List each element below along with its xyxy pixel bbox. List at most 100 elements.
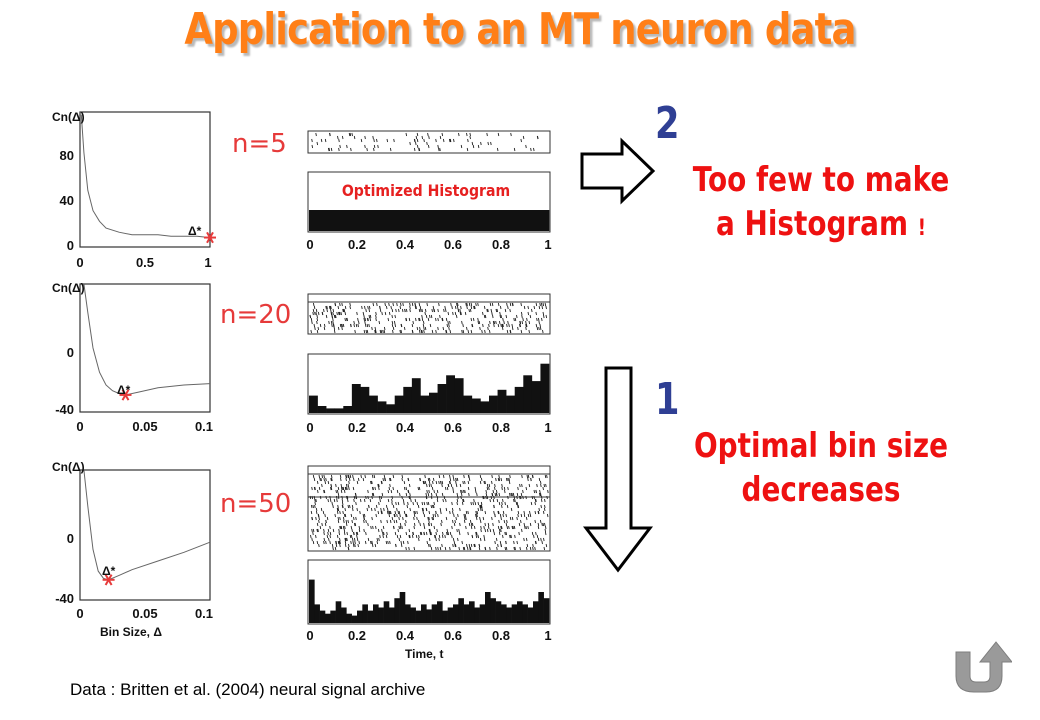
spike-tick [375,314,377,319]
spike-tick [432,480,434,485]
spike-tick [413,510,415,515]
spike-tick [411,302,414,307]
spike-tick [378,501,380,506]
spike-tick [543,546,546,551]
spike-tick [542,522,545,527]
spike-tick [382,531,384,536]
spike-tick [389,147,392,152]
spike-tick [419,522,421,527]
spike-tick [423,531,425,536]
spike-tick [484,528,487,533]
spike-tick [519,483,521,488]
optimized-histogram-label: Optimized Histogram [342,181,510,200]
spike-tick [482,495,484,500]
spike-tick [314,326,316,331]
spike-tick [355,495,357,500]
spike-tick [543,507,546,512]
spike-tick [469,546,472,551]
spike-tick [441,483,443,488]
spike-tick [457,308,460,313]
spike-tick [539,323,541,328]
return-icon[interactable] [950,640,1012,696]
spike-tick [507,486,509,491]
histogram-bar [319,610,326,623]
spike-tick [486,495,489,500]
spike-tick [530,501,533,506]
spike-tick [473,543,475,548]
spike-tick [481,329,483,334]
spike-tick [346,495,349,500]
time-tick: 0.8 [492,237,510,252]
spike-tick [363,519,365,524]
spike-tick [469,546,471,551]
spike-tick [408,534,410,539]
spike-tick [396,489,399,494]
spike-tick [496,492,498,497]
spike-tick [436,528,438,533]
raster-n5 [307,130,551,154]
spike-tick [467,510,469,515]
spike-tick [433,525,436,530]
spike-tick [316,314,318,319]
spike-tick [452,543,454,548]
spike-tick [348,474,350,479]
spike-tick [352,507,354,512]
spike-tick [430,504,433,509]
spike-tick [475,534,478,539]
histogram-bar [453,604,459,623]
spike-tick [371,492,374,497]
spike-tick [522,495,524,500]
spike-tick [355,516,357,521]
spike-tick [536,326,539,331]
spike-tick [498,501,501,506]
spike-tick [423,522,425,527]
spike-tick [388,510,390,515]
spike-tick [529,510,531,515]
spike-tick [538,326,540,331]
spike-tick [331,323,333,328]
spike-tick [522,135,525,140]
spike-tick [506,519,508,524]
spike-tick [450,302,452,307]
spike-tick [495,320,497,325]
spike-tick [401,308,404,313]
spike-tick [349,474,352,479]
spike-tick [377,483,379,488]
spike-tick [373,144,376,149]
spike-tick [392,302,394,307]
spike-tick [392,326,395,331]
histogram-bar [538,592,544,623]
spike-tick [374,507,376,512]
spike-tick [367,495,369,500]
spike-tick [466,305,468,310]
spike-tick [431,486,434,491]
spike-tick [428,510,431,515]
spike-tick [405,513,408,518]
spike-tick [498,474,500,479]
too-few-annotation: Too few to make a Histogram ! [686,158,957,246]
spike-tick [344,537,347,542]
spike-tick [437,546,439,551]
spike-tick [544,522,546,527]
spike-tick [425,531,428,536]
spike-tick [444,534,446,539]
spike-tick [375,317,377,322]
spike-tick [455,516,457,521]
spike-tick [371,516,373,521]
histogram-bar [514,386,524,413]
spike-tick [381,492,384,497]
spike-tick [405,519,407,524]
spike-tick [453,522,456,527]
spike-tick [447,531,450,536]
spike-tick [331,477,333,482]
spike-tick [415,534,418,539]
spike-tick [313,323,316,328]
spike-tick [466,546,469,551]
spike-tick [383,326,386,331]
spike-tick [536,483,538,488]
spike-tick [513,525,516,530]
spike-tick [484,522,486,527]
spike-tick [377,510,380,515]
histogram-bar [351,384,361,413]
